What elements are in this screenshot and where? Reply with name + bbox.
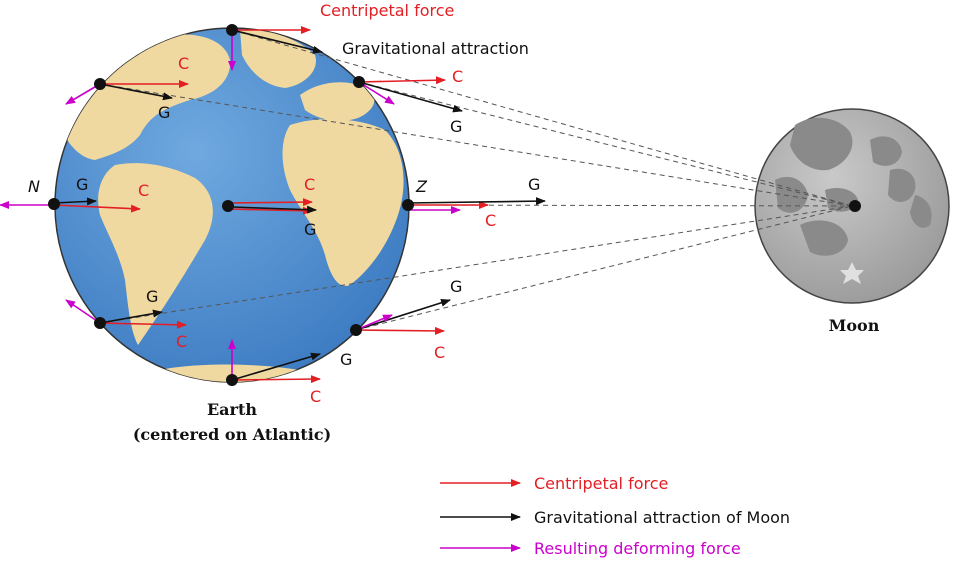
c-label: C — [138, 181, 149, 200]
legend-centripetal-label: Centripetal force — [534, 474, 668, 493]
gravitational-arrows — [53, 29, 546, 381]
label-top-gravitational: Gravitational attraction — [342, 39, 529, 58]
point-N — [48, 198, 60, 210]
c-label: C — [176, 332, 187, 351]
g-label: G — [450, 277, 462, 296]
point-bottom — [226, 374, 238, 386]
g-label: G — [340, 350, 352, 369]
point-top — [226, 24, 238, 36]
legend: Centripetal force Gravitational attracti… — [440, 474, 790, 558]
g-label: G — [304, 220, 316, 239]
earth-sublabel: (centered on Atlantic) — [133, 425, 331, 444]
moon-label: Moon — [829, 316, 880, 335]
sample-points — [48, 24, 861, 386]
legend-deforming-label: Resulting deforming force — [534, 539, 741, 558]
label-top-centripetal: Centripetal force — [320, 1, 454, 20]
g-label: G — [528, 175, 540, 194]
g-label: G — [158, 103, 170, 122]
c-label: C — [434, 343, 445, 362]
point-lower-left — [94, 317, 106, 329]
moon-center-point — [849, 200, 861, 212]
label-Z: Z — [415, 177, 428, 196]
c-label: C — [310, 387, 321, 406]
point-upper-left — [94, 78, 106, 90]
g-label: G — [146, 287, 158, 306]
c-label: C — [452, 67, 463, 86]
point-center — [222, 200, 234, 212]
c-label: C — [485, 211, 496, 230]
point-lower-right — [350, 324, 362, 336]
point-upper-right — [353, 76, 365, 88]
g-label: G — [450, 117, 462, 136]
legend-gravitational-label: Gravitational attraction of Moon — [534, 508, 790, 527]
earth-label: Earth — [207, 400, 257, 419]
c-label: C — [304, 175, 315, 194]
label-N: N — [28, 177, 40, 196]
point-Z — [402, 199, 414, 211]
deforming-arrows — [0, 30, 461, 380]
g-label: G — [76, 175, 88, 194]
centripetal-arrows — [53, 26, 489, 384]
c-label: C — [178, 54, 189, 73]
